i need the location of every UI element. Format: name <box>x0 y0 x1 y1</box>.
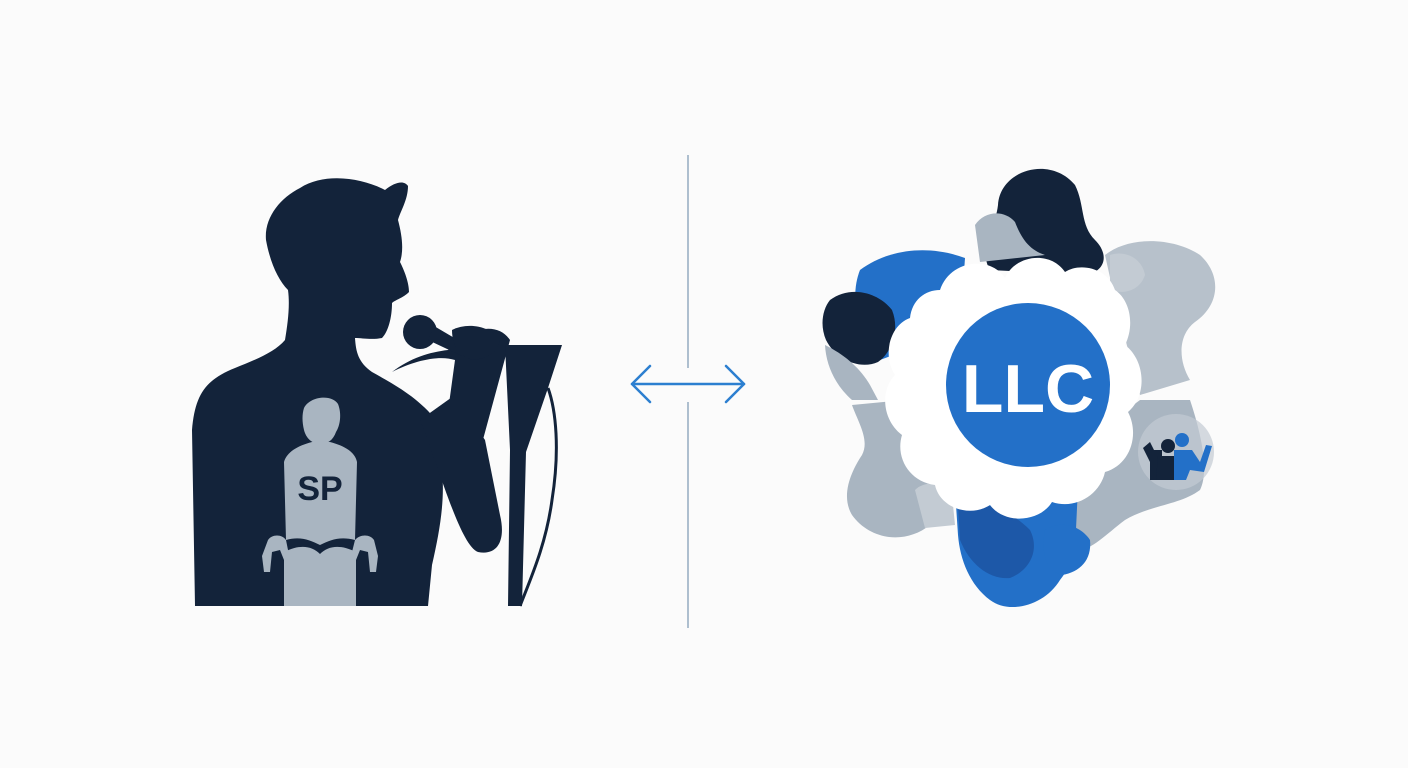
petal-bottom-deepblue <box>958 503 1034 579</box>
llc-network-icon: LLC <box>822 168 1216 608</box>
member-blue-head <box>1175 433 1189 447</box>
inner-figure-head <box>302 397 341 444</box>
microphone-cable <box>518 387 558 607</box>
llc-badge-label: LLC <box>962 351 1094 427</box>
microphone-head <box>403 315 437 349</box>
double-headed-arrow-icon <box>630 364 746 404</box>
llc-badge-circle <box>946 303 1110 467</box>
sp-badge-label: SP <box>297 470 342 508</box>
petal-left-navy <box>822 291 896 365</box>
speaker-forearm <box>420 395 502 553</box>
petal-left-gray <box>825 345 878 400</box>
petal-lower-right-blue <box>1043 524 1091 575</box>
inner-figure-book <box>284 546 356 606</box>
member-navy-head <box>1161 439 1175 453</box>
petal-upper-right-light <box>1110 253 1145 292</box>
inner-figure-left-hand <box>262 535 290 572</box>
petal-top-gray <box>975 213 1045 262</box>
inner-figure-right-hand <box>350 535 378 572</box>
microphone-grip-hand <box>452 325 500 360</box>
center-divider <box>630 155 746 628</box>
podium-stand <box>505 345 562 606</box>
speaker-body <box>192 178 443 607</box>
sole-proprietor-figure <box>262 397 378 606</box>
group-of-people-icon <box>1138 414 1214 490</box>
inner-figure-torso <box>284 442 357 545</box>
member-blue-torso <box>1174 445 1212 480</box>
speaker-silhouette-icon: SP <box>192 178 562 607</box>
